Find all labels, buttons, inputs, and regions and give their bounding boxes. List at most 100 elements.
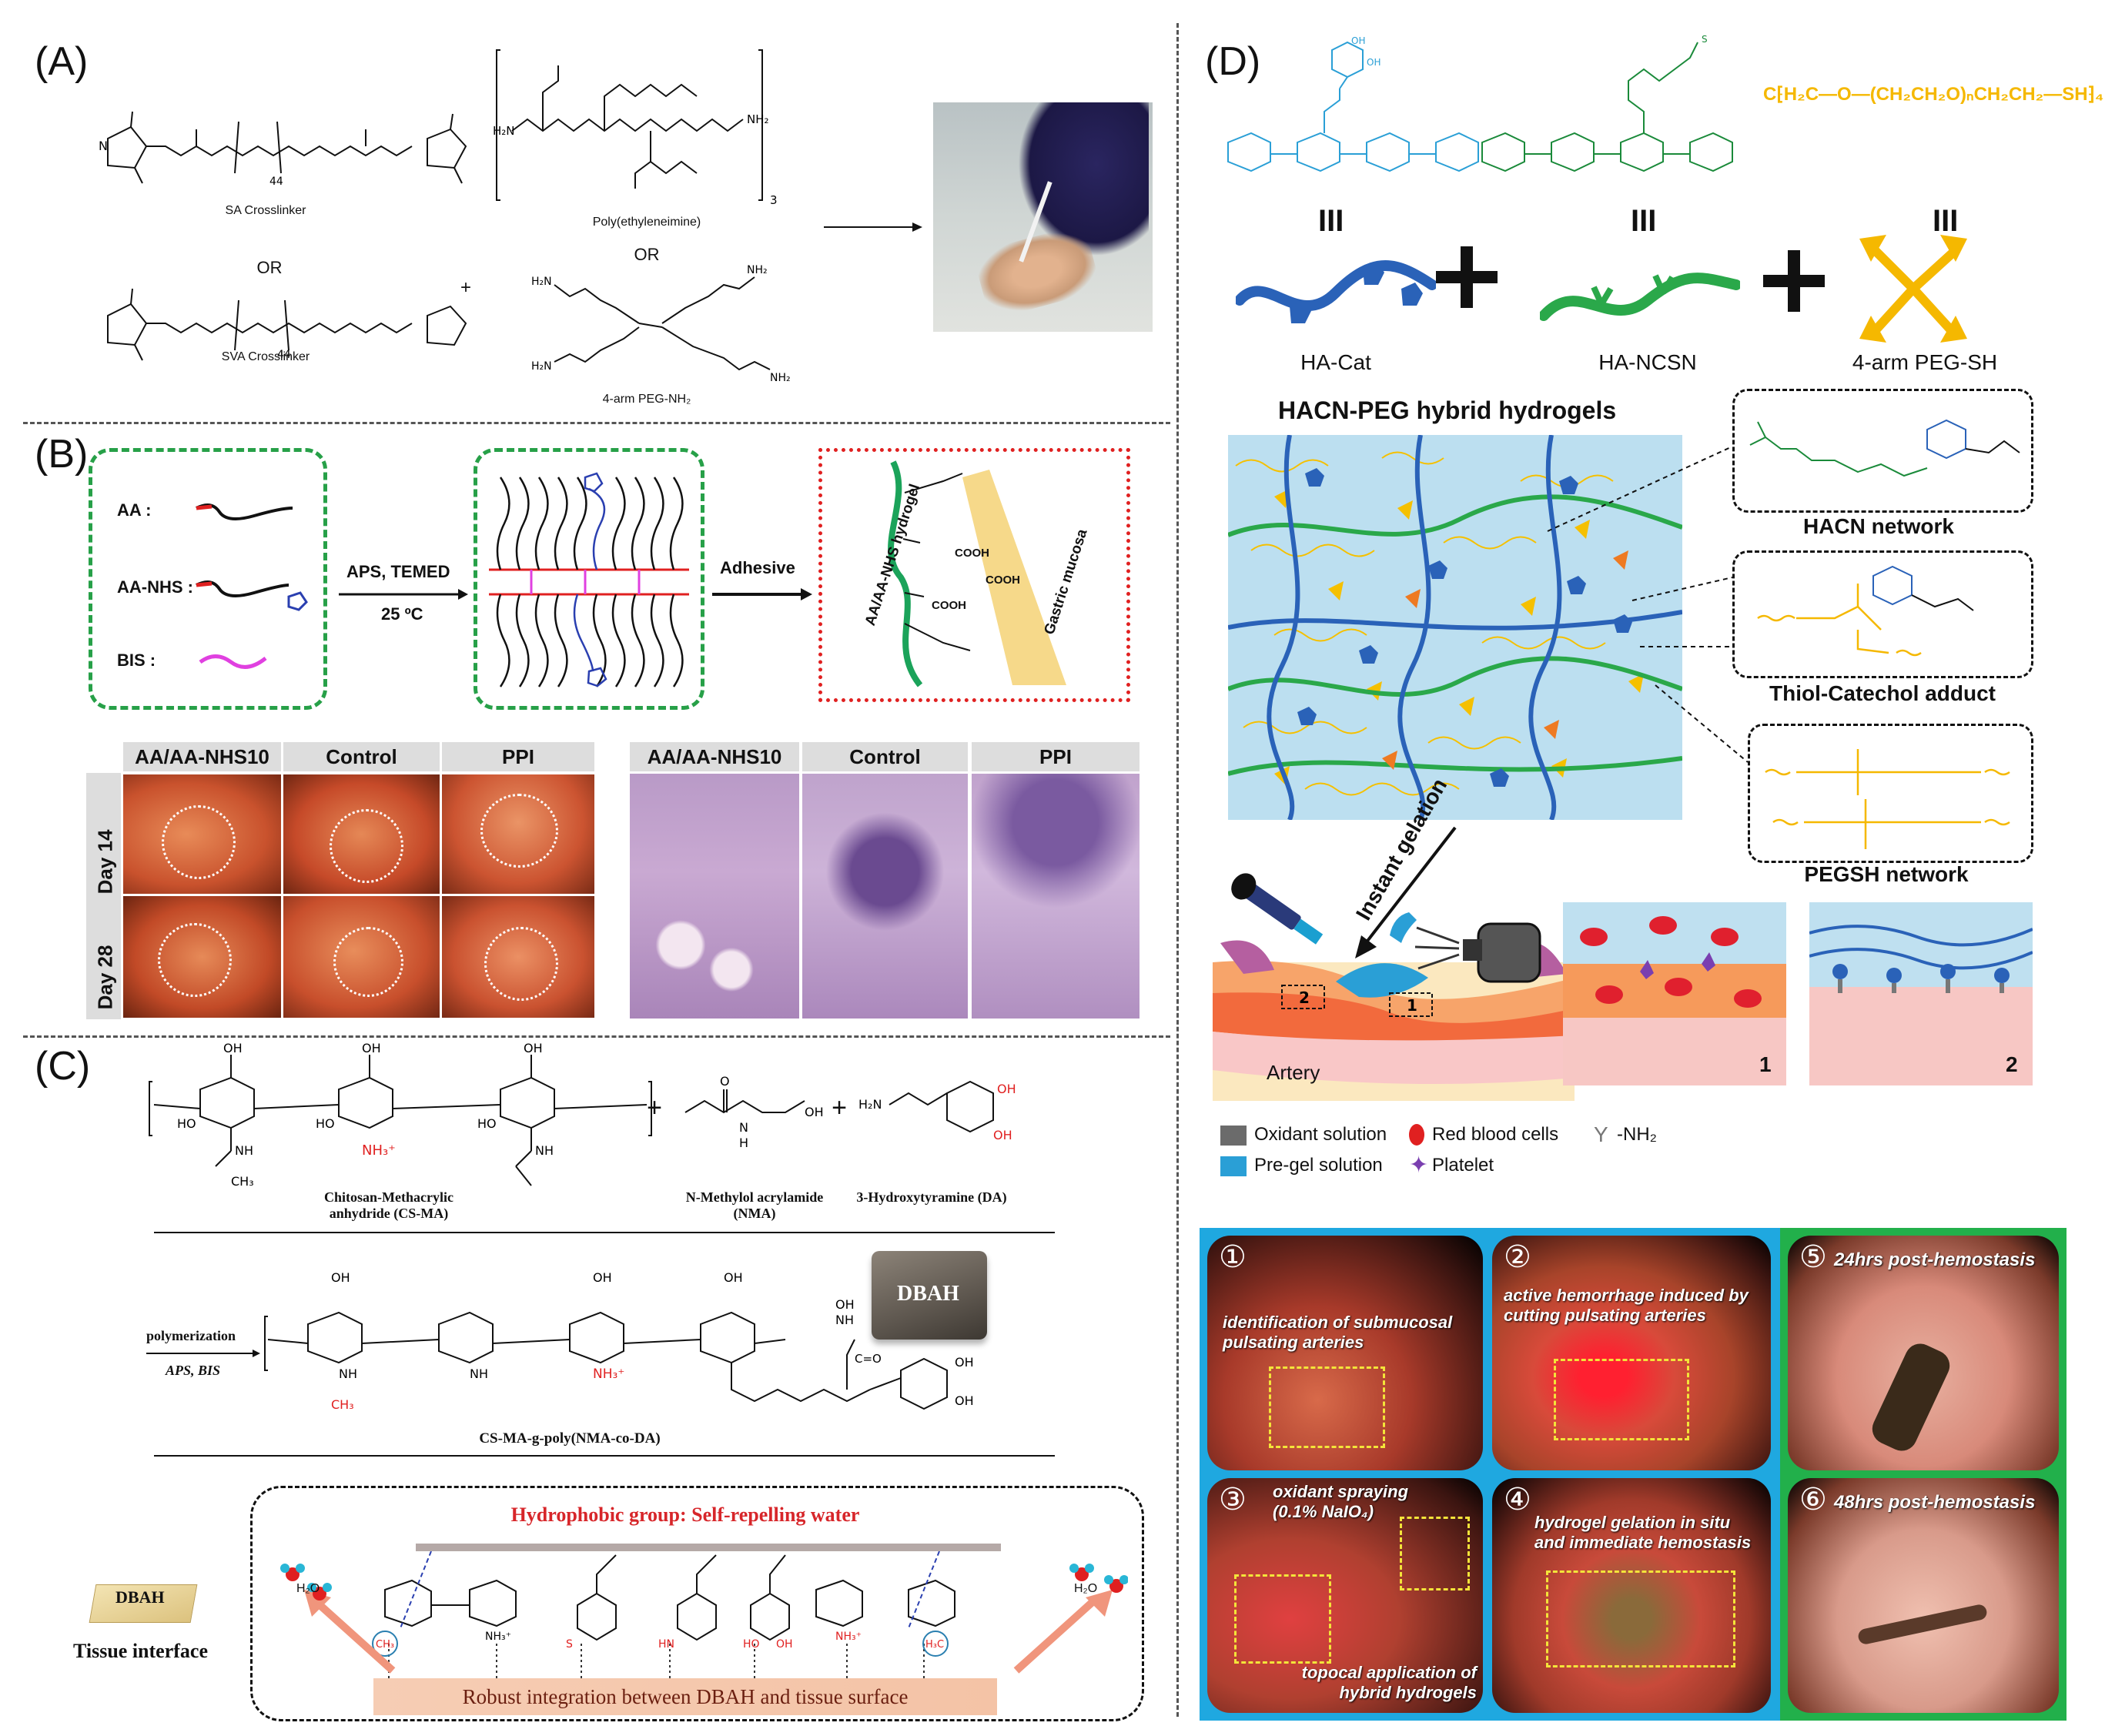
reaction-arrow-b2 (712, 588, 812, 600)
svg-text:NH₃⁺: NH₃⁺ (362, 1142, 396, 1159)
panel-label-b: (B) (35, 432, 89, 477)
endoscopy-image-3: ③ oxidant spraying (0.1% NaIO₄) topocal … (1207, 1478, 1483, 1713)
aa-nhs-label: AA-NHS : (117, 577, 193, 597)
divider-b-c (23, 1035, 1170, 1038)
tissue-interface-label: Tissue interface (73, 1640, 208, 1662)
svg-text:N: N (99, 139, 108, 153)
peg-nh2-label: 4-arm PEG-NH₂ (602, 393, 691, 406)
network-box (474, 448, 704, 710)
peg-sh-formula: C⁅H₂C—O—(CH₂CH₂O)ₙCH₂CH₂—SH⁆₄ (1763, 84, 2104, 105)
ha-ncsn-structure: S (1481, 34, 1733, 172)
plus-c2: + (832, 1093, 847, 1122)
endoscopy-image-2: ② active hemorrhage induced by cutting p… (1492, 1236, 1771, 1470)
row-header: Day 28 (93, 945, 117, 1010)
conditions-2: 25 ºC (381, 604, 423, 624)
sa-crosslinker-label: SA Crosslinker (225, 204, 306, 217)
rule-c1 (154, 1232, 1055, 1233)
artery-illustration: 2 1 (1213, 901, 1575, 1101)
panel-label-c: (C) (35, 1044, 91, 1089)
endoscopy-image (442, 774, 594, 894)
step-text: 24hrs post-hemostasis (1834, 1249, 2036, 1270)
aa-label: AA : (117, 500, 152, 520)
svg-text:NH₂: NH₂ (770, 372, 791, 384)
interface-box (250, 1486, 1144, 1721)
legend: Oxidant solution Red blood cells Y -NH₂ … (1220, 1122, 1759, 1193)
oxidant-swatch (1220, 1126, 1247, 1146)
inset-pegsh-label: PEGSH network (1804, 862, 1969, 886)
svg-text:H₃C: H₃C (925, 1639, 944, 1651)
peg-nh2-structure: H₂N NH₂ H₂N NH₂ (531, 264, 791, 384)
svg-text:HO: HO (743, 1638, 760, 1651)
step-number: ② (1504, 1240, 1531, 1274)
svg-text:NH₃⁺: NH₃⁺ (593, 1366, 624, 1382)
detail-view-2-label: 2 (2006, 1052, 2018, 1076)
peg-sh-icon (1859, 235, 1967, 343)
histo-col-header: AA/AA-NHS10 (630, 742, 799, 771)
svg-text:H: H (739, 1136, 748, 1150)
equiv-3: III (1933, 204, 1959, 238)
svg-text:NH: NH (339, 1366, 357, 1381)
endoscopy-image-5: ⑤ 24hrs post-hemostasis (1788, 1236, 2059, 1470)
inset-hacn-label: HACN network (1802, 514, 1954, 538)
col-header: PPI (442, 742, 594, 771)
ha-ncsn-label: HA-NCSN (1598, 350, 1697, 374)
svg-text:C=O: C=O (855, 1352, 882, 1366)
svg-text:44: 44 (277, 349, 291, 361)
step-number: ⑥ (1799, 1483, 1827, 1517)
dropper-icon (1231, 873, 1324, 945)
cooh-1: COOH (955, 547, 989, 560)
svg-text:NH: NH (470, 1366, 488, 1381)
peg-sh-label: 4-arm PEG-SH (1852, 350, 1998, 374)
hacn-peg-title: HACN-PEG hybrid hydrogels (1278, 396, 1617, 424)
monomers-box (89, 448, 327, 710)
svg-text:H₂N: H₂N (858, 1097, 882, 1112)
svg-text:OH: OH (955, 1393, 974, 1408)
svg-text:O: O (720, 1074, 730, 1089)
or-label-2: OR (634, 245, 660, 264)
product-structure: OH OH OH NH NH NH₃⁺ CH₃ OH NH C=O OH OH (264, 1270, 974, 1412)
reaction-arrow-b1 (339, 589, 468, 600)
legend-item: Oxidant solution (1254, 1124, 1387, 1145)
endoscopy-grid-b: AA/AA-NHS10 Control PPI Day 14 Day 28 (86, 742, 594, 1019)
detail-view-1: 1 (1563, 902, 1786, 1085)
cooh-2: COOH (986, 574, 1020, 587)
conditions-1: APS, TEMED (346, 562, 450, 581)
svg-text:NH: NH (235, 1143, 253, 1158)
nma-label: N-Methylol acrylamide (NMA) (685, 1189, 824, 1221)
endoscopy-image (442, 896, 594, 1018)
inset-thiol-label: Thiol-Catechol adduct (1769, 681, 1996, 705)
legend-item: -NH₂ (1617, 1124, 1657, 1145)
inset-connectors (1547, 446, 1748, 763)
or-label-1: OR (256, 258, 283, 277)
svg-text:NH₃⁺: NH₃⁺ (485, 1631, 511, 1643)
adhesion-box (818, 448, 1130, 702)
polymerization-label: polymerization (146, 1328, 236, 1343)
divider-a-b (23, 422, 1170, 424)
svg-text:OH: OH (593, 1270, 612, 1285)
svg-text:3: 3 (770, 193, 778, 207)
step-text: active hemorrhage induced by cutting pul… (1504, 1286, 1749, 1325)
row-header-bg (86, 773, 121, 1019)
svg-text:H₂N: H₂N (493, 124, 515, 138)
sva-crosslinker-label: SVA Crosslinker (221, 350, 310, 363)
inset-thiol-catechol (1732, 550, 2033, 678)
pregel-swatch (1220, 1156, 1247, 1176)
detail-view-2: 2 (1809, 902, 2033, 1085)
plus-icon-2 (1763, 250, 1825, 312)
polymerization-arrow (146, 1350, 260, 1357)
svg-text:H₂N: H₂N (531, 276, 552, 288)
legend-item: Pre-gel solution (1254, 1155, 1383, 1176)
sva-crosslinker-structure: 44 (107, 288, 467, 361)
svg-text:HO: HO (177, 1116, 196, 1131)
svg-text:OH: OH (1367, 57, 1380, 68)
svg-text:HO: HO (316, 1116, 335, 1131)
network-drawing (1228, 435, 1682, 820)
inset-hacn (1732, 389, 2033, 513)
step-number: ① (1219, 1240, 1247, 1274)
endoscopy-image-4: ④ hydrogel gelation in situ and immediat… (1492, 1478, 1771, 1713)
ha-cat-label: HA-Cat (1300, 350, 1371, 374)
svg-text:S: S (566, 1638, 573, 1651)
h2o-label-left: H₂O (296, 1582, 320, 1595)
hydrogel-photo-a (933, 102, 1153, 332)
svg-text:OH: OH (223, 1043, 243, 1055)
